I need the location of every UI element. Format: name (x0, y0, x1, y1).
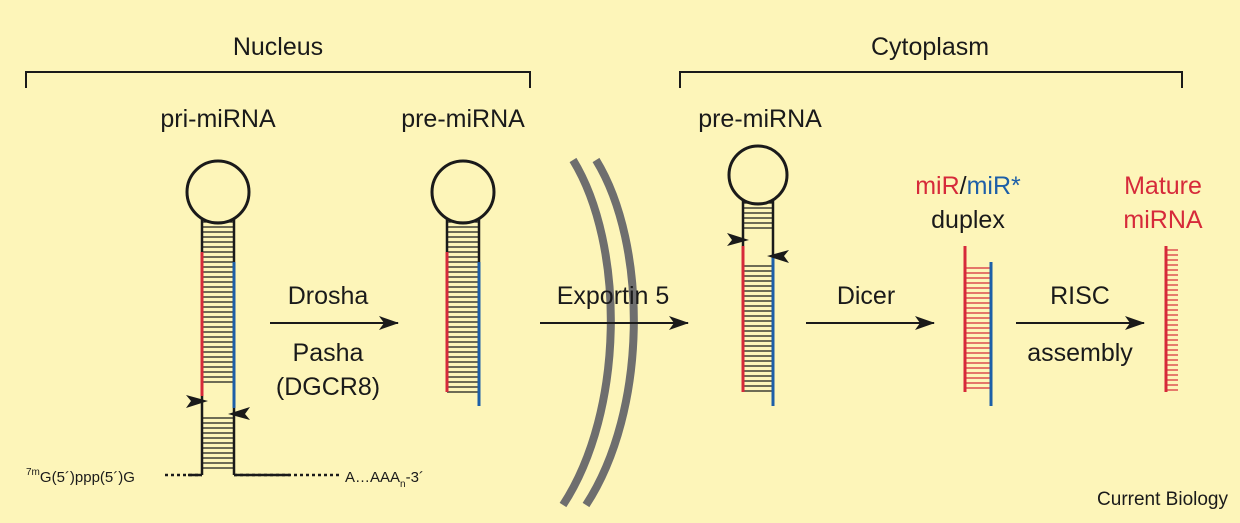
three-prime-tail-label: A…AAAn-3´ (345, 469, 424, 490)
mirna-duplex (963, 246, 993, 406)
nucleus-bracket (25, 71, 531, 88)
assembly-label: assembly (1027, 339, 1133, 367)
mature-label-line1: Mature (1124, 172, 1202, 200)
duplex-title: miR/miR* (915, 172, 1021, 200)
exportin-label: Exportin 5 (557, 282, 670, 310)
dicer-cleavage-arrowhead-right (767, 250, 789, 263)
pasha-label: Pasha (293, 339, 364, 367)
drosha-cleavage-arrowhead-right (228, 407, 250, 420)
dicer-cleavage-arrowhead-left (727, 233, 749, 246)
nuclear-envelope (559, 157, 638, 508)
pri-mirna-base-pairs (202, 221, 234, 469)
pre-mirna-nucleus-base-pairs (447, 221, 479, 393)
dgcr8-label: (DGCR8) (276, 373, 380, 401)
pre-mirna-nucleus-label: pre-miRNA (401, 105, 525, 133)
pri-mirna-label: pri-miRNA (160, 105, 276, 133)
pri-mirna-loop (185, 159, 251, 225)
drosha-cleavage-arrowhead-left (186, 395, 208, 408)
mature-mirna (1164, 246, 1178, 392)
pre-mirna-nucleus-hairpin (430, 159, 496, 406)
pri-mirna-hairpin (165, 159, 340, 477)
drosha-label: Drosha (288, 282, 369, 310)
source-credit: Current Biology (1097, 489, 1228, 510)
pre-mirna-cytoplasm-label: pre-miRNA (698, 105, 822, 133)
pre-mirna-cytoplasm-hairpin (727, 144, 789, 406)
duplex-word: duplex (931, 206, 1005, 234)
cytoplasm-label: Cytoplasm (871, 33, 989, 61)
dicer-label: Dicer (837, 282, 895, 310)
pre-mirna-cytoplasm-base-pairs (743, 202, 773, 392)
five-prime-cap-label: 7mG(5´)ppp(5´)G (26, 467, 135, 486)
nucleus-label: Nucleus (233, 33, 323, 61)
risc-label: RISC (1050, 282, 1110, 310)
cytoplasm-bracket (679, 71, 1183, 88)
mature-label-line2: miRNA (1123, 206, 1202, 234)
